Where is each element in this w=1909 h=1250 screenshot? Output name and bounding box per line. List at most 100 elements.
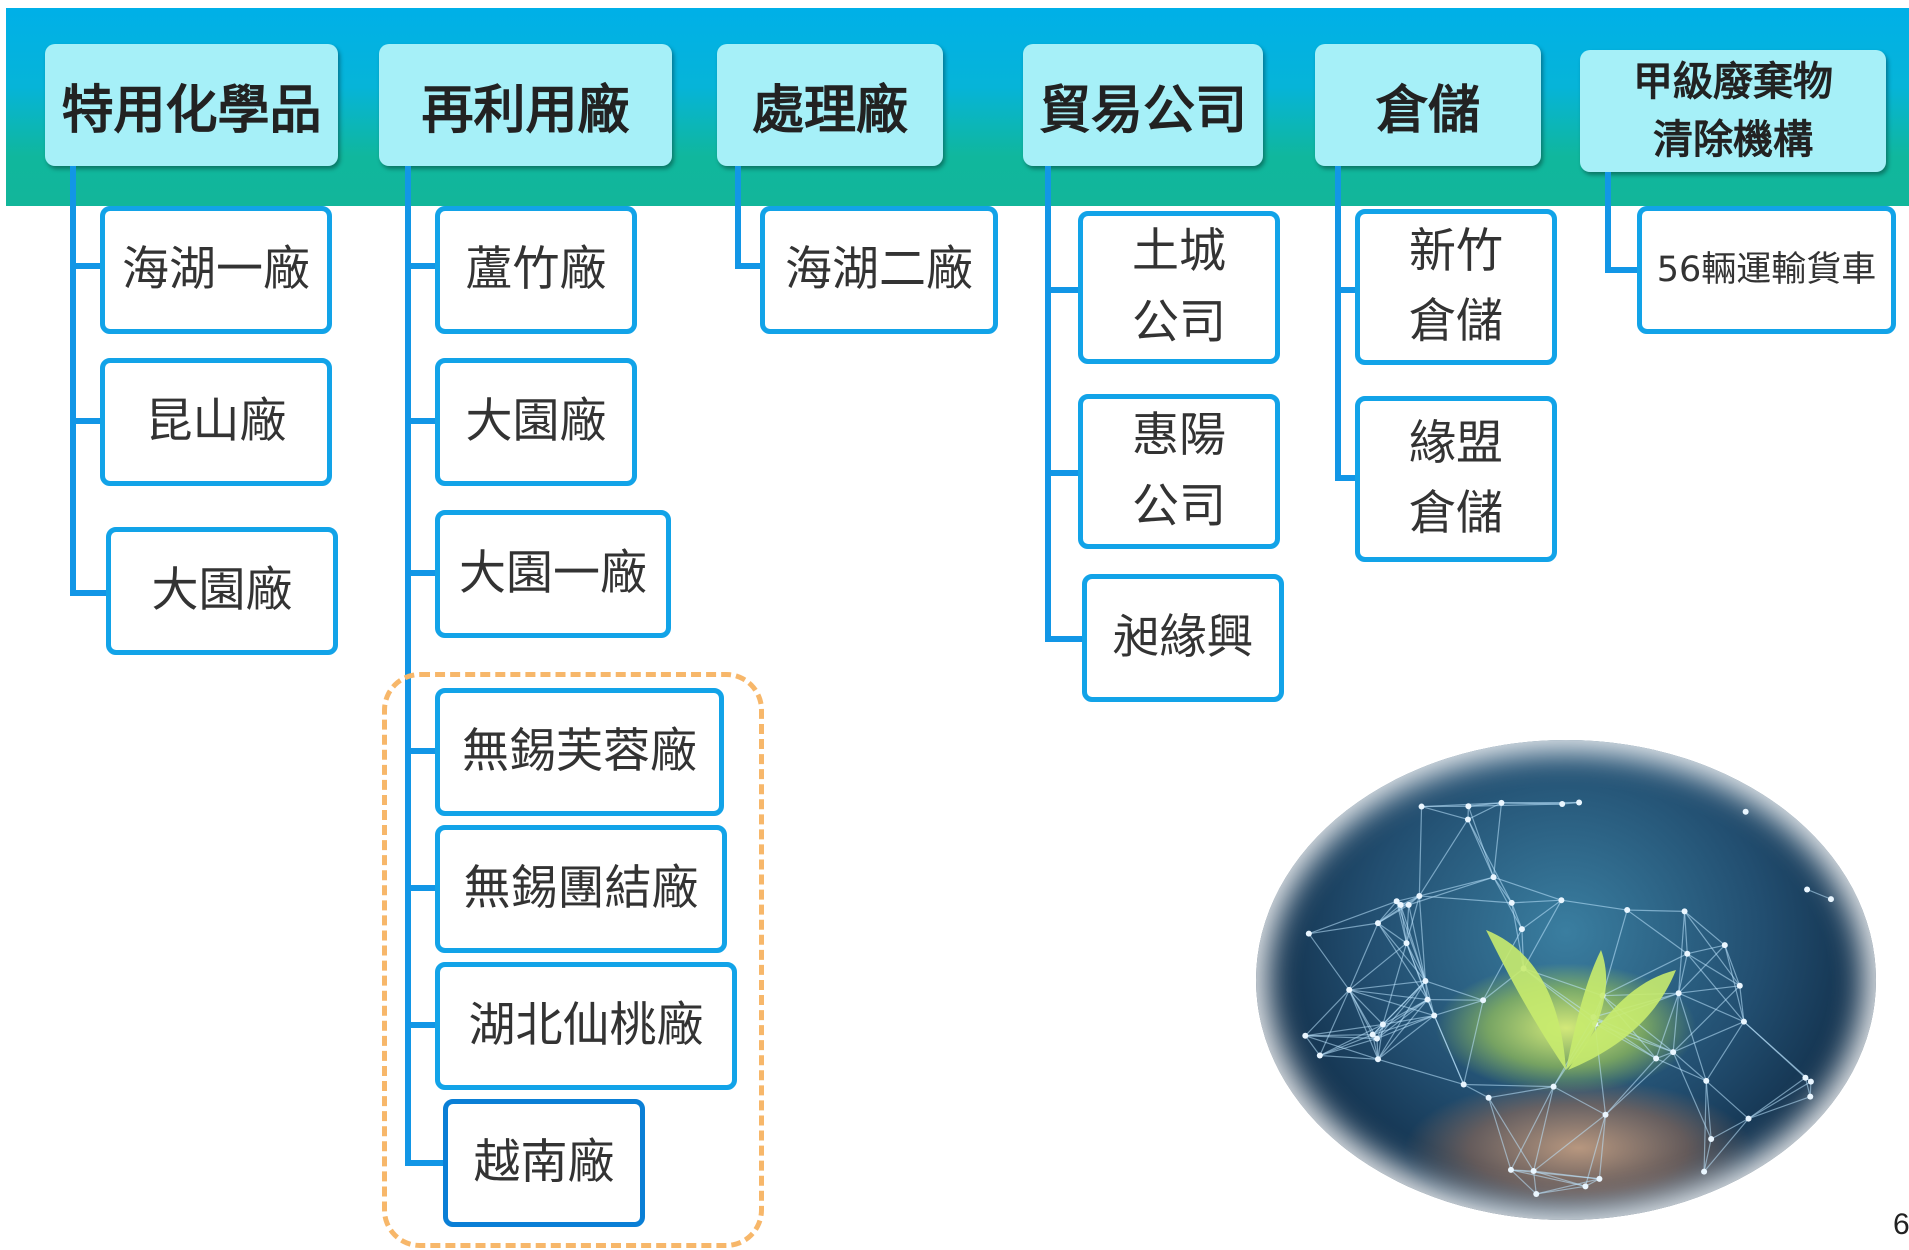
network-line: [1724, 945, 1745, 1022]
network-line: [1418, 819, 1469, 897]
network-node: [1827, 896, 1834, 903]
network-node: [1507, 1166, 1514, 1173]
network-line: [1687, 944, 1725, 955]
network-line: [1396, 901, 1408, 944]
node-haihu-plant-1: 海湖一廠: [100, 206, 332, 334]
network-line: [1536, 1178, 1600, 1195]
network-node: [1740, 1018, 1747, 1025]
connector-branch: [70, 418, 102, 424]
network-line: [1806, 888, 1832, 900]
network-node: [1464, 816, 1471, 823]
network-node: [1498, 799, 1505, 806]
network-line: [1533, 1114, 1606, 1172]
network-line: [1305, 1035, 1379, 1060]
network-line: [1382, 999, 1428, 1025]
connector-branch: [1605, 267, 1641, 273]
network-line: [1553, 1086, 1606, 1116]
network-line: [1419, 895, 1512, 904]
connector-branch: [405, 1160, 445, 1166]
network-line: [1425, 980, 1484, 1001]
network-line: [1463, 1000, 1484, 1085]
network-line: [1672, 1021, 1745, 1053]
node-dayuan-plant: 大園廠: [435, 358, 637, 486]
header-treatment-plants: 處理廠: [717, 44, 943, 166]
network-line: [1434, 999, 1484, 1017]
network-node: [1576, 799, 1583, 806]
network-node: [1424, 996, 1431, 1003]
connector-trunk-chemicals: [70, 166, 76, 596]
network-line: [1605, 1058, 1657, 1116]
network-line: [1467, 819, 1495, 878]
network-line: [1536, 1185, 1586, 1195]
network-line: [1304, 989, 1350, 1037]
network-line: [1602, 909, 1628, 996]
network-line: [1405, 904, 1410, 944]
network-line: [1348, 989, 1378, 1039]
header-warehousing: 倉儲: [1315, 44, 1541, 166]
network-line: [1427, 998, 1484, 1001]
connector-branch: [735, 263, 763, 269]
network-node: [1804, 886, 1811, 893]
connector-branch: [405, 418, 437, 424]
network-line: [1382, 1014, 1435, 1026]
node-luzhu-plant: 蘆竹廠: [435, 206, 637, 334]
network-line: [1678, 985, 1740, 994]
network-node: [1346, 986, 1353, 993]
network-line: [1405, 895, 1420, 944]
network-line: [1561, 899, 1628, 911]
network-node: [1460, 1081, 1467, 1088]
network-line: [1308, 900, 1397, 935]
network-node: [1742, 808, 1749, 815]
network-node: [1602, 1111, 1609, 1118]
node-hubei-xiantao-plant: 湖北仙桃廠: [435, 962, 737, 1090]
network-node: [1701, 1168, 1708, 1175]
connector-trunk-recycling: [405, 166, 411, 1166]
network-line: [1405, 942, 1429, 1000]
node-wuxi-furong-plant: 無錫芙蓉廠: [435, 688, 724, 816]
connector-branch: [1045, 287, 1081, 293]
network-line: [1377, 999, 1428, 1060]
network-line: [1703, 1138, 1712, 1172]
network-line: [1655, 993, 1680, 1059]
network-line: [1349, 980, 1426, 991]
network-node: [1550, 1083, 1557, 1090]
network-line: [1463, 1083, 1554, 1088]
network-node: [1316, 1052, 1323, 1059]
network-node: [1807, 1078, 1814, 1085]
network-line: [1521, 899, 1562, 930]
network-line: [1467, 806, 1495, 878]
network-line: [1319, 1038, 1378, 1057]
sprout-leaf: [1486, 930, 1566, 1070]
network-node: [1480, 997, 1487, 1004]
node-wuxi-tuanjie-plant: 無錫團結廠: [435, 825, 727, 953]
connector-branch: [405, 1022, 437, 1028]
network-line: [1684, 911, 1741, 987]
network-line: [1419, 876, 1494, 897]
network-node: [1518, 926, 1525, 933]
network-line: [1377, 1058, 1464, 1086]
network-line: [1703, 1080, 1707, 1172]
connector-branch: [405, 263, 437, 269]
network-node: [1416, 892, 1423, 899]
network-node: [1431, 1012, 1438, 1019]
network-line: [1406, 942, 1426, 982]
node-transport-trucks: 56輛運輸貨車: [1637, 206, 1896, 334]
node-dayuan-plant-1: 大園一廠: [435, 510, 671, 638]
node-changyuanxing: 昶緣興: [1082, 574, 1284, 702]
network-line: [1493, 876, 1562, 901]
network-line: [1510, 1169, 1586, 1187]
network-line: [1376, 1014, 1435, 1040]
network-line: [1348, 989, 1384, 1025]
node-vietnam-plant: 越南廠: [443, 1099, 645, 1227]
network-line: [1743, 1021, 1812, 1083]
network-line: [1627, 909, 1685, 912]
network-line: [1804, 1077, 1811, 1097]
network-node: [1490, 874, 1497, 881]
network-line: [1468, 803, 1563, 807]
header-trading-companies: 貿易公司: [1023, 44, 1263, 166]
network-line: [1655, 1057, 1707, 1082]
network-node: [1405, 901, 1412, 908]
network-line: [1305, 1023, 1384, 1037]
network-line: [1533, 1086, 1555, 1172]
network-line: [1348, 942, 1407, 991]
